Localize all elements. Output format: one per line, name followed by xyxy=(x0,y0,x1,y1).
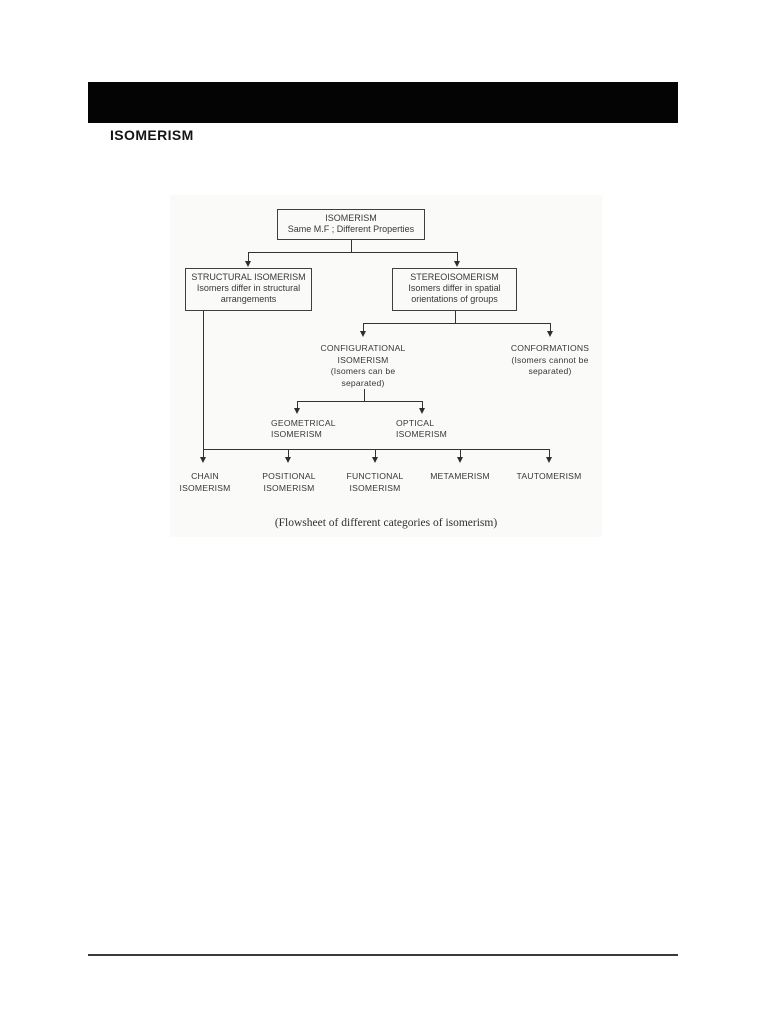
page-title: ISOMERISM xyxy=(110,127,194,143)
flowchart-node-tautomerism: TAUTOMERISM xyxy=(516,471,582,481)
arrow-down-icon xyxy=(453,261,460,267)
arrow-down-icon xyxy=(545,457,552,463)
connector xyxy=(288,449,289,457)
connector xyxy=(363,323,364,331)
connector xyxy=(455,311,456,323)
arrow-down-icon xyxy=(546,331,553,337)
flowchart-node-conformations: CONFORMATIONS (Isomers cannot be separat… xyxy=(510,343,590,376)
connector xyxy=(351,240,352,252)
flowchart-figure: ISOMERISM Same M.F ; Different Propertie… xyxy=(170,195,602,537)
connector xyxy=(297,401,422,402)
flowchart-node-metamerism: METAMERISM xyxy=(430,471,490,481)
connector xyxy=(422,401,423,408)
arrow-down-icon xyxy=(244,261,251,267)
connector xyxy=(364,389,365,401)
arrow-down-icon xyxy=(199,457,206,463)
arrow-down-icon xyxy=(284,457,291,463)
flowchart-node-stereoisomerism: STEREOISOMERISM Isomers differ in spatia… xyxy=(392,268,517,311)
flowchart-node-configurational-isomerism: CONFIGURATIONAL ISOMERISM (Isomers can b… xyxy=(320,343,406,388)
connector xyxy=(375,449,376,457)
connector xyxy=(550,323,551,331)
arrow-down-icon xyxy=(359,331,366,337)
connector xyxy=(248,252,249,261)
figure-caption: (Flowsheet of different categories of is… xyxy=(274,517,498,529)
arrow-down-icon xyxy=(456,457,463,463)
connector xyxy=(203,449,549,450)
connector xyxy=(248,252,457,253)
flowchart-node-isomerism: ISOMERISM Same M.F ; Different Propertie… xyxy=(277,209,425,240)
arrow-down-icon xyxy=(418,408,425,414)
footer-rule xyxy=(88,954,678,956)
flowchart-node-functional-isomerism: FUNCTIONAL ISOMERISM xyxy=(346,471,404,493)
flowchart-node-positional-isomerism: POSITIONAL ISOMERISM xyxy=(262,471,316,493)
connector xyxy=(363,323,550,324)
arrow-down-icon xyxy=(293,408,300,414)
flowchart-node-chain-isomerism: CHAIN ISOMERISM xyxy=(179,471,231,493)
connector xyxy=(203,311,204,457)
connector xyxy=(460,449,461,457)
flowchart-node-structural-isomerism: STRUCTURAL ISOMERISM Isomers differ in s… xyxy=(185,268,312,311)
arrow-down-icon xyxy=(371,457,378,463)
connector xyxy=(549,449,550,457)
flowchart-node-geometrical-isomerism: GEOMETRICAL ISOMERISM xyxy=(271,418,336,439)
connector xyxy=(457,252,458,261)
connector xyxy=(297,401,298,408)
header-bar xyxy=(88,82,678,123)
flowchart-node-optical-isomerism: OPTICAL ISOMERISM xyxy=(396,418,447,439)
